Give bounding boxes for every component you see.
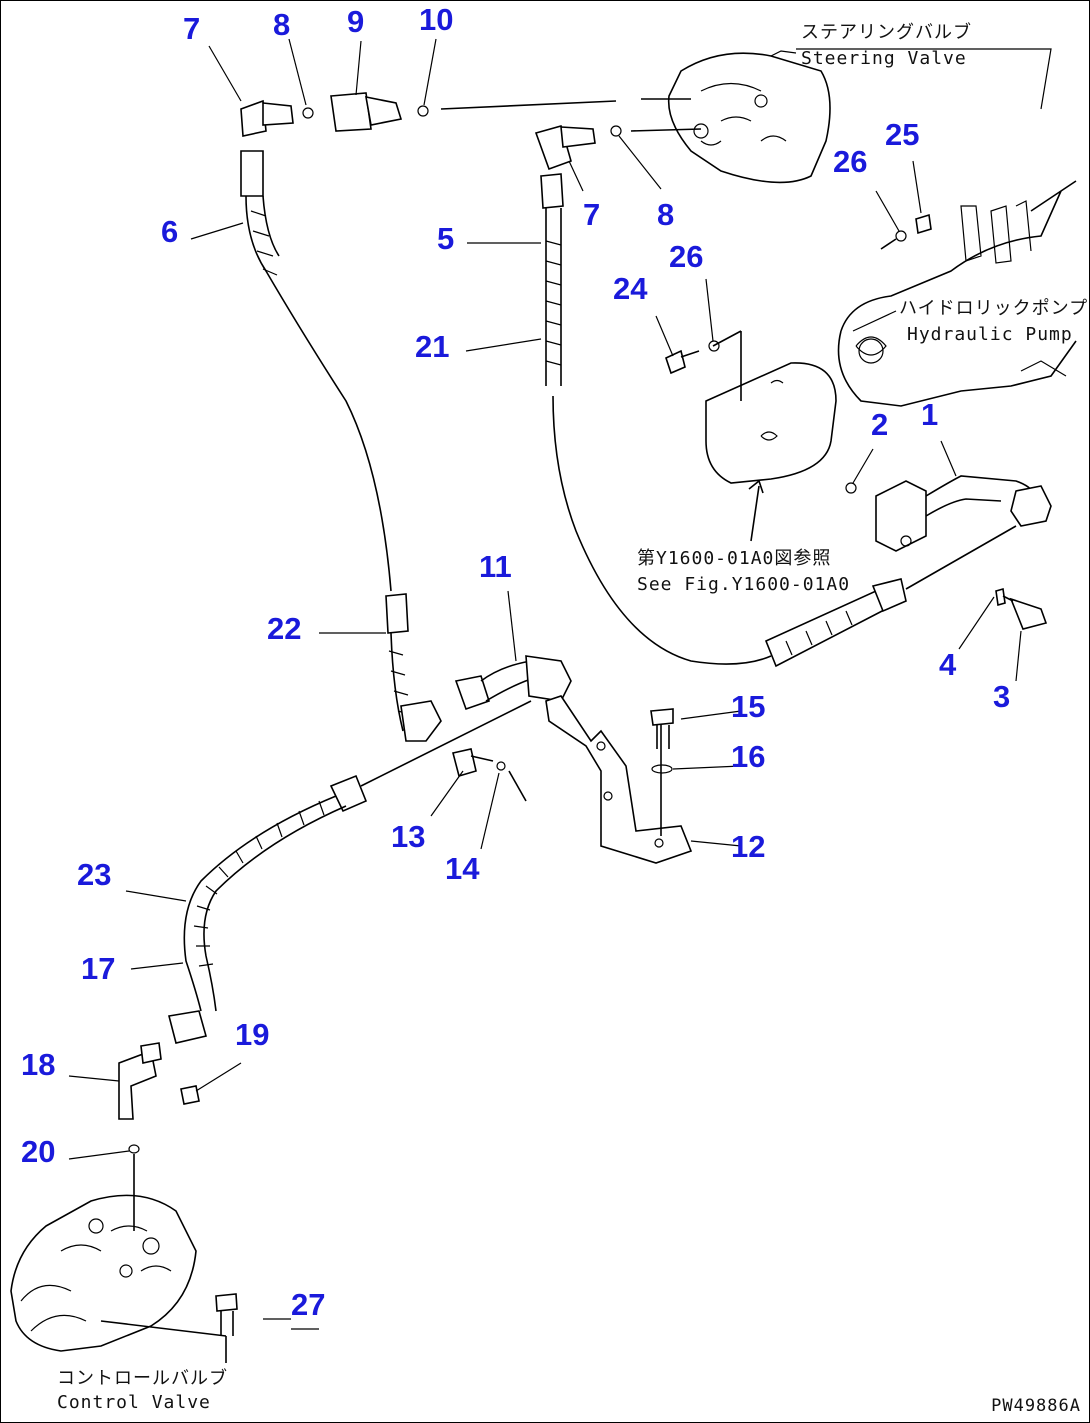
valve-block-1: [875, 475, 1052, 552]
callout-25: 25: [885, 117, 920, 152]
callout-4: 4: [939, 647, 957, 682]
callout-27: 27: [291, 1287, 326, 1322]
callout-7: 7: [183, 11, 201, 46]
callout-18: 18: [21, 1047, 56, 1082]
steering-valve-label-en: Steering Valve: [801, 48, 967, 69]
callout-26-top: 26: [833, 144, 868, 179]
callout-22: 22: [267, 611, 302, 646]
callout-26: 26: [669, 239, 704, 274]
callout-8-second: 8: [657, 197, 675, 232]
callout-20: 20: [21, 1134, 56, 1169]
callout-10: 10: [419, 2, 454, 37]
steering-valve: [667, 50, 831, 184]
callout-13: 13: [391, 819, 426, 854]
callout-23: 23: [77, 857, 112, 892]
callout-14: 14: [445, 851, 480, 886]
control-valve-label-jp: コントロールバルブ: [57, 1368, 228, 1389]
callout-5: 5: [437, 221, 455, 256]
callout-7-second: 7: [583, 197, 601, 232]
figure-reference-en: See Fig.Y1600-01A0: [637, 574, 851, 595]
pump-tank: [705, 330, 837, 484]
hydraulic-pump-label-en: Hydraulic Pump: [907, 324, 1073, 345]
hose-11: [454, 655, 572, 711]
control-valve-label-en: Control Valve: [57, 1392, 211, 1413]
callout-24: 24: [613, 271, 648, 306]
callout-16: 16: [731, 739, 766, 774]
bracket-12: [545, 695, 693, 864]
hydraulic-pump-label-jp: ハイドロリックポンプ: [899, 298, 1089, 319]
leader-lines: [68, 38, 1052, 1330]
figure-reference-jp: 第Y1600-01A0図参照: [637, 548, 832, 569]
callout-19: 19: [235, 1017, 270, 1052]
hydraulic-pump: [837, 180, 1077, 407]
callout-21: 21: [415, 329, 450, 364]
fittings-top-left: [240, 92, 691, 137]
callout-15: 15: [731, 689, 766, 724]
callout-3: 3: [993, 679, 1011, 714]
callout-2: 2: [871, 407, 889, 442]
steering-valve-label-jp: ステアリングバルブ: [801, 22, 972, 43]
elbow-18: [118, 1042, 200, 1231]
hose-6: [240, 150, 442, 742]
fittings-mid: [534, 125, 702, 171]
callout-12: 12: [731, 829, 766, 864]
callout-9: 9: [347, 4, 365, 39]
hose-23: [168, 700, 532, 1044]
callout-11: 11: [479, 549, 512, 584]
drawing-code: PW49886A: [991, 1396, 1081, 1416]
callout-17: 17: [81, 951, 116, 986]
bolts-pump: [665, 213, 1048, 630]
callout-8: 8: [273, 7, 291, 42]
callout-1: 1: [921, 397, 939, 432]
hose-5: [540, 173, 1017, 668]
bolts-washers: [452, 708, 674, 802]
control-valve: [10, 1194, 238, 1363]
callout-6: 6: [161, 214, 179, 249]
